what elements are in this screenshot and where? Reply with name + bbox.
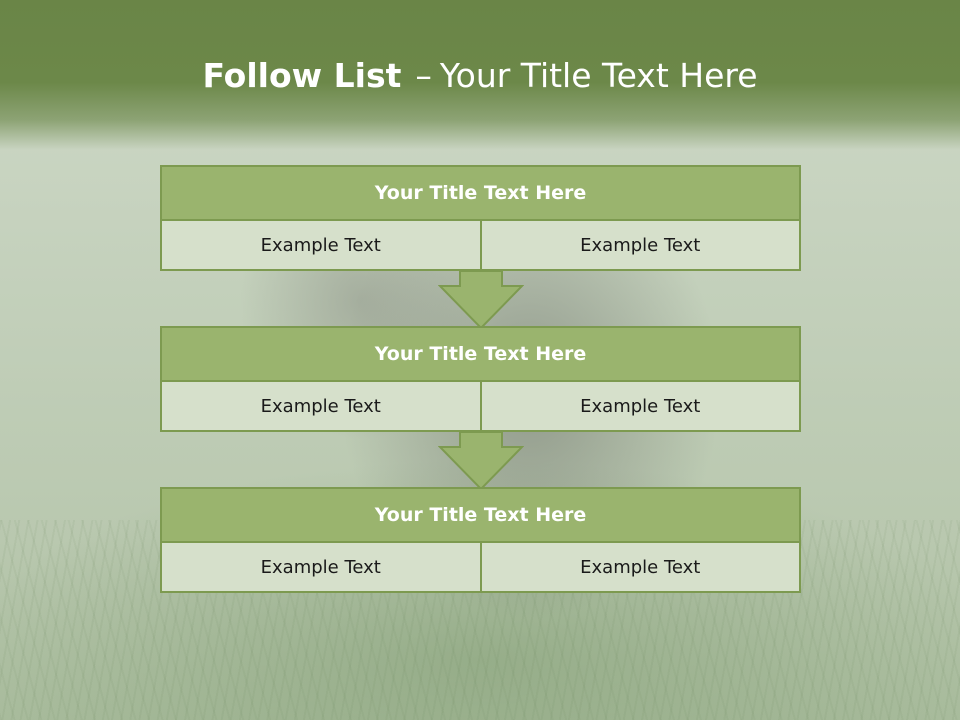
- block-title: Your Title Text Here: [160, 487, 801, 543]
- slide-title-rest: Your Title Text Here: [439, 56, 758, 95]
- down-arrow-icon: [438, 270, 524, 330]
- slide-title-separator: –: [415, 56, 432, 95]
- block-row: Example Text Example Text: [160, 221, 801, 271]
- block-row: Example Text Example Text: [160, 382, 801, 432]
- block-cell-right: Example Text: [479, 221, 800, 269]
- list-block: Your Title Text Here Example Text Exampl…: [160, 165, 801, 271]
- block-cell-left: Example Text: [260, 234, 381, 256]
- title-bar: [0, 0, 960, 150]
- block-title: Your Title Text Here: [160, 326, 801, 382]
- block-row: Example Text Example Text: [160, 543, 801, 593]
- block-cell-left: Example Text: [260, 556, 381, 578]
- list-block: Your Title Text Here Example Text Exampl…: [160, 326, 801, 432]
- block-cell-right: Example Text: [479, 382, 800, 430]
- block-title: Your Title Text Here: [160, 165, 801, 221]
- block-cell-right: Example Text: [479, 543, 800, 591]
- down-arrow-icon: [438, 431, 524, 491]
- block-cell-left: Example Text: [260, 395, 381, 417]
- list-block: Your Title Text Here Example Text Exampl…: [160, 487, 801, 593]
- slide-title: Follow List–Your Title Text Here: [0, 56, 960, 96]
- slide-title-bold: Follow List: [202, 56, 402, 95]
